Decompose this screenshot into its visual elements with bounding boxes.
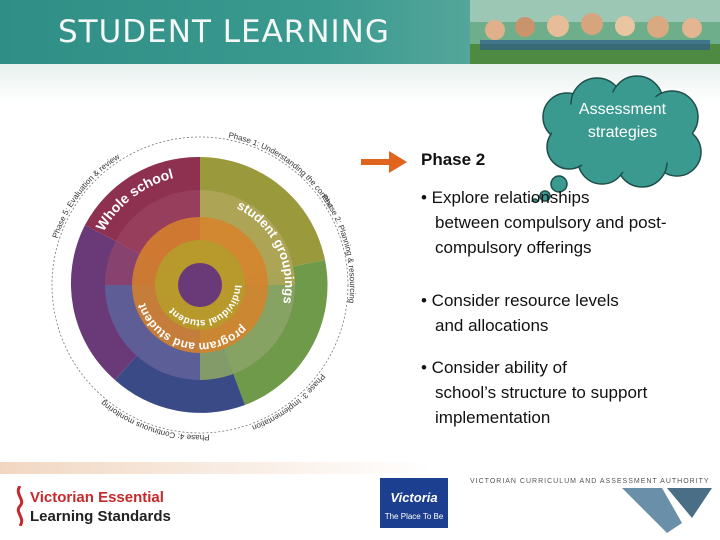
phase-title: Phase 2 [421,150,486,169]
bubble-text: Assessment strategies [578,101,667,141]
students-photo [470,0,720,64]
bullet-line: school’s structure to support implementa… [435,383,648,427]
vcaa-name: VICTORIAN CURRICULUM AND ASSESSMENT AUTH… [470,478,710,485]
bullet-line: between compulsory and post-compulsory o… [435,213,667,257]
thought-bubble [531,75,702,202]
bullet-line: • Consider resource levels [421,291,619,310]
phase-wheel-diagram: Phase 1: Understanding the context Phase… [51,131,357,442]
header-title: STUDENT LEARNING [58,14,390,50]
header-banner: STUDENT LEARNING [0,0,720,64]
vels-logo-text: Victorian Essential Learning Standards [30,488,171,526]
bullet-line: and allocations [435,316,549,335]
vels-logo-icon [16,486,24,526]
vels-line1: Victorian Essential [30,489,164,506]
arrow-right-icon [361,151,407,173]
victoria-tagline: The Place To Be [384,512,444,521]
vcaa-logo-icon [622,488,712,533]
victoria-name: Victoria [390,490,438,505]
bullet-item: • Explore relationships between compulso… [421,185,711,260]
bullet-line: • Explore relationships [421,188,590,207]
bullet-line: • Consider ability of [421,358,567,377]
vels-line2: Learning Standards [30,508,171,525]
bullet-item: • Consider resource levels and allocatio… [421,288,711,338]
footer-band [0,462,720,474]
bullet-item: • Consider ability of school’s structure… [421,355,711,430]
victoria-logo: Victoria The Place To Be [380,478,448,528]
